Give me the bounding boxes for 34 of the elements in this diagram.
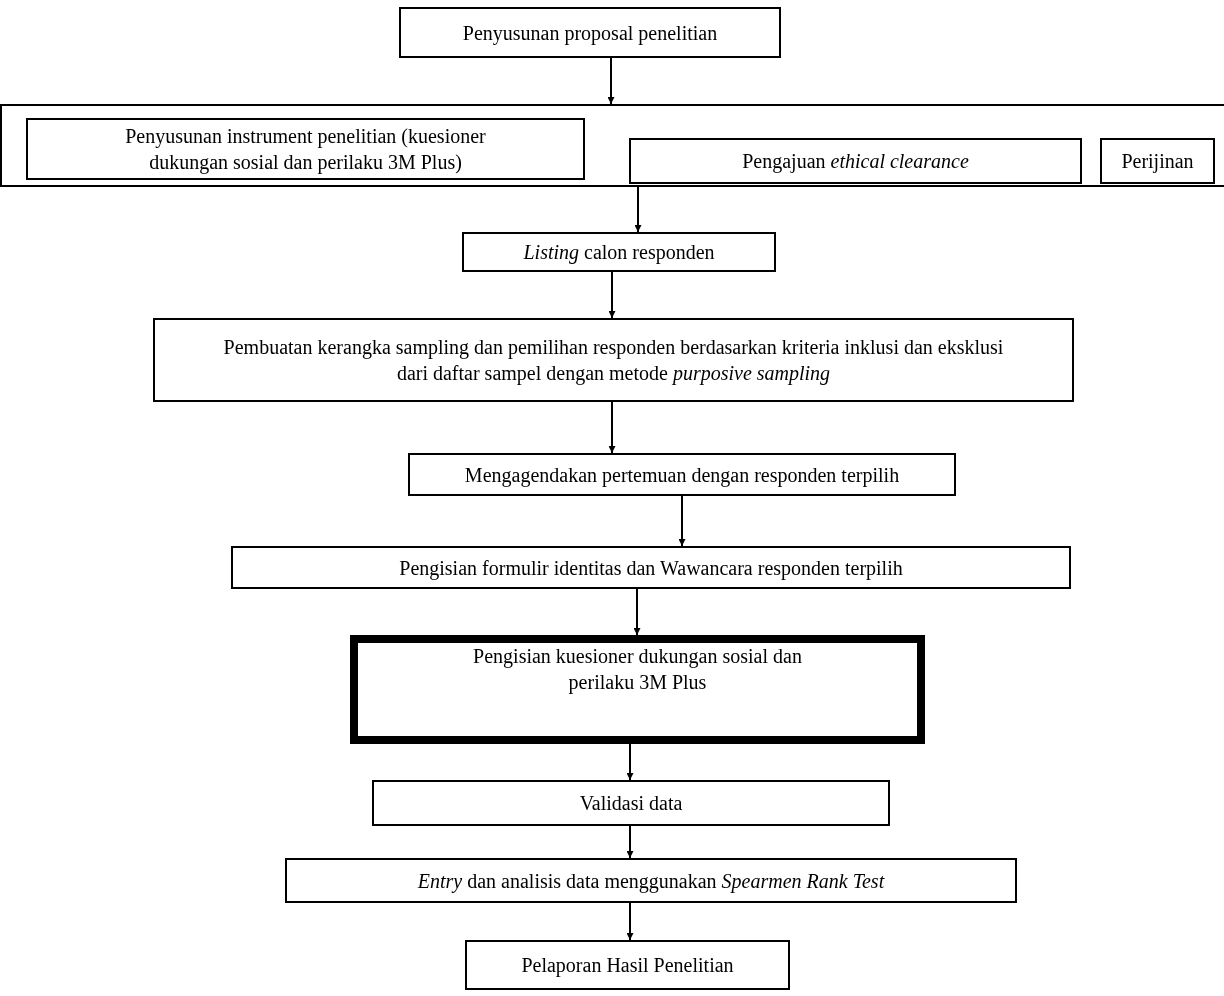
- process-box: [465, 940, 790, 990]
- arrow: [678, 495, 686, 547]
- box-label: Penyusunan proposal penelitian: [461, 20, 719, 46]
- arrow: [634, 186, 642, 233]
- arrow: [626, 825, 634, 859]
- arrow: [626, 743, 634, 781]
- process-box: [399, 7, 781, 58]
- process-box: [629, 138, 1082, 184]
- process-box: [462, 232, 776, 272]
- box-label: Entry dan analisis data menggunakan Spearmen Rank Test: [416, 868, 886, 894]
- process-box: [26, 118, 585, 180]
- arrow: [626, 902, 634, 941]
- arrow: [608, 271, 616, 319]
- group-box: [0, 104, 1224, 187]
- box-label: Perijinan: [1120, 149, 1195, 174]
- box-label: Pengisian formulir identitas dan Wawancara responden terpilih: [398, 555, 904, 581]
- process-box: [285, 858, 1017, 903]
- process-box: [372, 780, 890, 826]
- box-label: Pembuatan kerangka sampling dan pemilihan responden berdasarkan kriteria inklusi dan eksklusi dari daftar sampel dengan metode purposive sampling: [222, 335, 1005, 386]
- box-label: Penyusunan instrument penelitian (kuesioner dukungan sosial dan perilaku 3M Plus): [124, 124, 487, 175]
- arrow: [608, 401, 616, 454]
- box-label: Listing calon responden: [522, 240, 716, 265]
- process-box: [231, 546, 1071, 589]
- process-box: [153, 318, 1074, 402]
- box-label: Validasi data: [578, 791, 684, 816]
- box-label: Mengagendakan pertemuan dengan responden terpilih: [463, 462, 901, 488]
- box-label: Pelaporan Hasil Penelitian: [520, 953, 735, 978]
- process-box: [408, 453, 956, 496]
- process-box: [350, 635, 925, 744]
- arrow: [607, 57, 615, 105]
- box-label: Pengajuan ethical clearance: [741, 149, 970, 174]
- box-label: Pengisian kuesioner dukungan sosial dan perilaku 3M Plus: [472, 644, 803, 695]
- arrow: [633, 588, 641, 636]
- process-box: [1100, 138, 1215, 184]
